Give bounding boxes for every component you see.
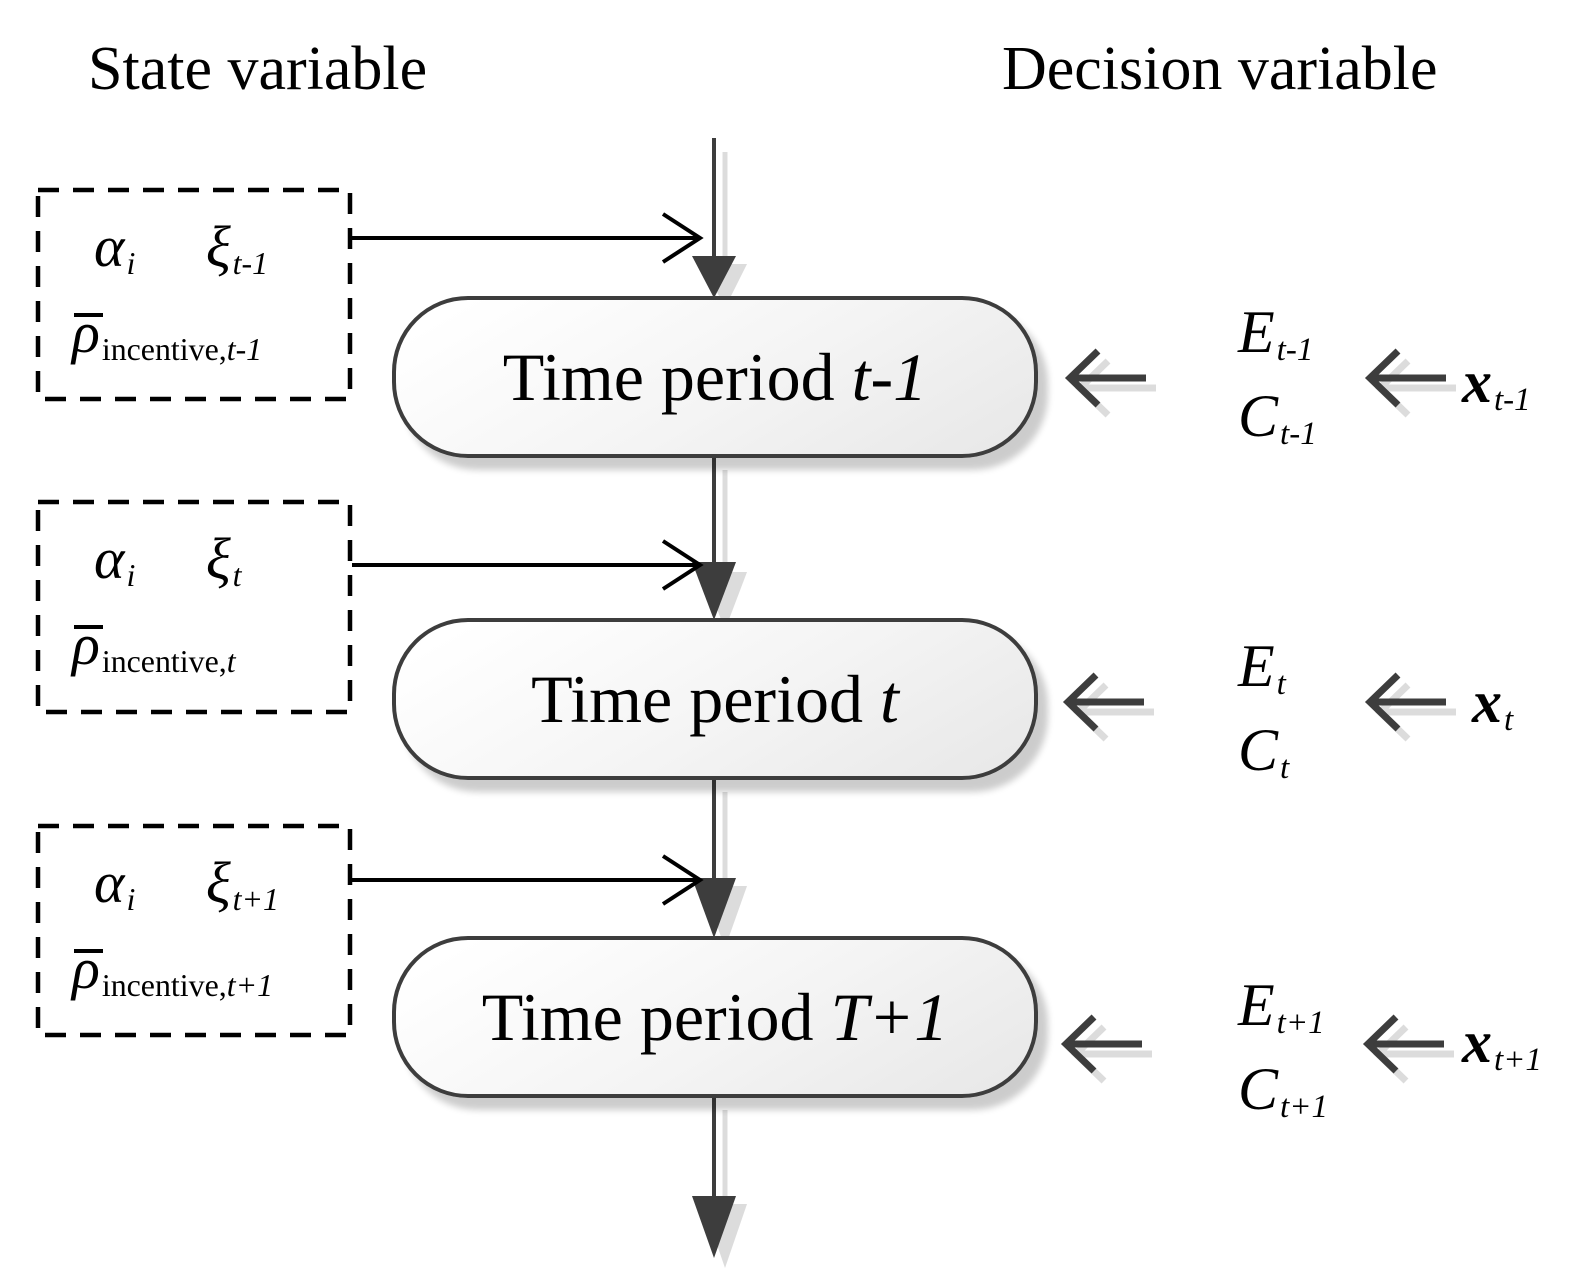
decision-arrow-x-t+1-icon xyxy=(1362,1014,1444,1074)
x-variable-t-1: xt-1 xyxy=(1462,349,1531,419)
alpha-symbol: αi xyxy=(94,850,136,917)
state-input-arrow-t-icon xyxy=(352,539,704,591)
rho-bar-symbol: ρincentive,t xyxy=(72,608,350,682)
state-box-border-t xyxy=(35,499,353,715)
decision-arrow-box-t-icon xyxy=(1062,672,1144,732)
state-variable-header: State variable xyxy=(88,35,428,103)
decision-output-t-1: Et-1 Ct-1 xyxy=(1238,290,1317,458)
C-variable: Ct xyxy=(1238,717,1290,787)
rho-bar-symbol: ρincentive,t-1 xyxy=(72,296,350,370)
decision-output-t+1: Et+1 Ct+1 xyxy=(1238,963,1328,1131)
decision-arrow-x-t-icon xyxy=(1364,672,1446,732)
state-box-t: αi ξt ρincentive,t xyxy=(38,502,350,711)
alpha-symbol: αi xyxy=(94,526,136,593)
state-box-t-1: αi ξt-1 ρincentive,t-1 xyxy=(38,190,350,399)
state-box-border-t+1 xyxy=(35,823,353,1038)
state-box-border-t-1 xyxy=(35,187,353,402)
decision-arrow-box-t-1-icon xyxy=(1064,348,1146,408)
x-variable-t+1: xt+1 xyxy=(1462,1009,1542,1079)
decision-variable-header: Decision variable xyxy=(1002,35,1438,103)
rho-bar-symbol: ρincentive,t+1 xyxy=(72,932,350,1006)
decision-arrow-x-t-1-icon xyxy=(1364,348,1446,408)
state-input-arrow-t+1-icon xyxy=(352,854,704,906)
alpha-symbol: αi xyxy=(94,214,136,281)
decision-arrow-box-t+1-icon xyxy=(1060,1014,1142,1074)
state-box-t+1: αi ξt+1 ρincentive,t+1 xyxy=(38,826,350,1035)
xi-symbol: ξt-1 xyxy=(205,214,269,281)
state-input-arrow-t-1-icon xyxy=(352,212,704,264)
xi-symbol: ξt+1 xyxy=(205,850,279,917)
E-variable: Et xyxy=(1238,633,1286,703)
decision-output-t: Et Ct xyxy=(1238,624,1289,792)
x-variable-t: xt xyxy=(1472,669,1514,739)
flow-arrow-down-icon xyxy=(692,138,736,1258)
C-variable: Ct+1 xyxy=(1238,1056,1328,1126)
xi-symbol: ξt xyxy=(205,526,242,593)
E-variable: Et-1 xyxy=(1238,299,1314,369)
E-variable: Et+1 xyxy=(1238,972,1325,1042)
C-variable: Ct-1 xyxy=(1238,383,1317,453)
